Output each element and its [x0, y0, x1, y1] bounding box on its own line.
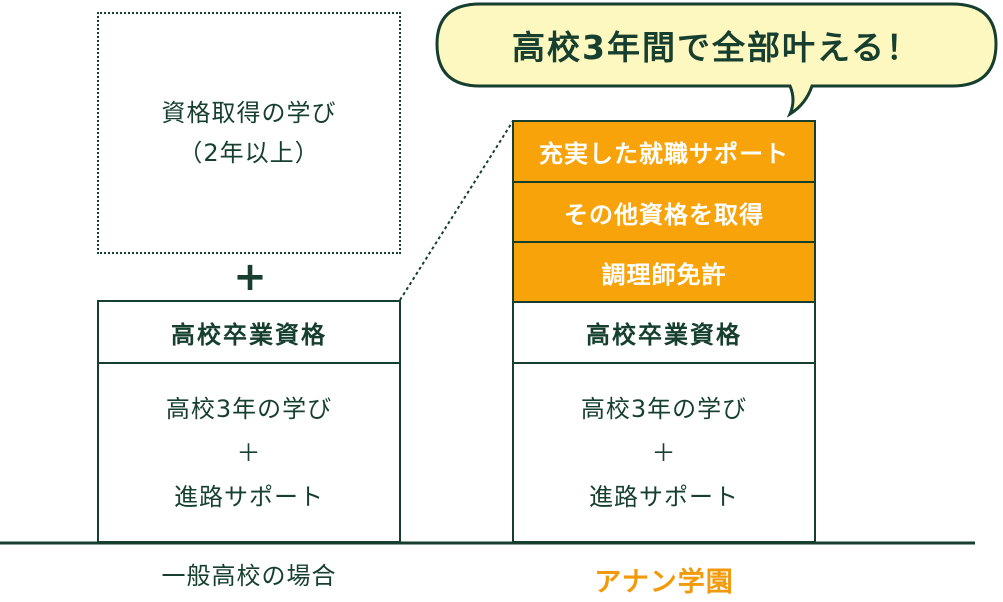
plus-line: ＋ [651, 438, 677, 467]
job-support-item: 充実した就職サポート [514, 122, 814, 183]
support-line: 進路サポート [174, 482, 324, 511]
anan-caption: アナン学園 [594, 567, 734, 598]
general-school-stack: 高校卒業資格 高校3年の学び ＋ 進路サポート [97, 300, 401, 543]
general-school-caption: 一般高校の場合 [161, 562, 337, 590]
cook-license-item: 調理師免許 [514, 243, 814, 303]
support-line: 進路サポート [589, 482, 739, 511]
anan-stack: 充実した就職サポート その他資格を取得 調理師免許 高校卒業資格 高校3年の学び… [512, 120, 816, 543]
plus-sign: + [233, 254, 267, 300]
anan-study-block: 高校3年の学び ＋ 進路サポート [514, 364, 814, 541]
plus-line: ＋ [236, 438, 262, 467]
speech-bubble-text: 高校3年間で全部叶える！ [512, 28, 921, 67]
extra-study-label: 資格取得の学び [161, 99, 337, 127]
general-study-block: 高校3年の学び ＋ 進路サポート [99, 364, 399, 541]
zoom-connector-line [399, 120, 514, 301]
extra-study-duration: （2年以上） [178, 139, 320, 167]
anan-graduation-qualification: 高校卒業資格 [514, 303, 814, 364]
extra-study-box: 資格取得の学び （2年以上） [97, 12, 401, 254]
study-line: 高校3年の学び [165, 394, 333, 423]
speech-bubble-shape [435, 2, 998, 118]
general-graduation-qualification: 高校卒業資格 [99, 302, 399, 364]
study-line: 高校3年の学び [580, 394, 748, 423]
other-qualifications-item: その他資格を取得 [514, 183, 814, 243]
